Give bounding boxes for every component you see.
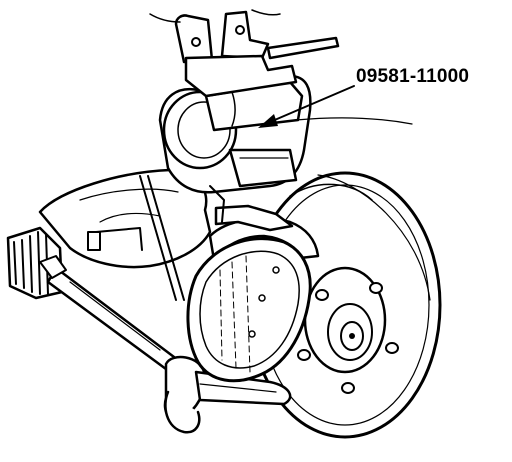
reference-line <box>295 117 413 125</box>
part-number-label: 09581-11000 <box>356 66 470 87</box>
brake-pad <box>186 237 312 383</box>
caliper-bracket <box>208 204 320 262</box>
lug-stud <box>297 282 399 394</box>
wheel-hub <box>297 266 399 394</box>
tie-rod <box>39 255 207 434</box>
special-tool <box>149 9 340 98</box>
control-arm <box>38 168 212 301</box>
callout-leader-arrow <box>258 85 355 128</box>
